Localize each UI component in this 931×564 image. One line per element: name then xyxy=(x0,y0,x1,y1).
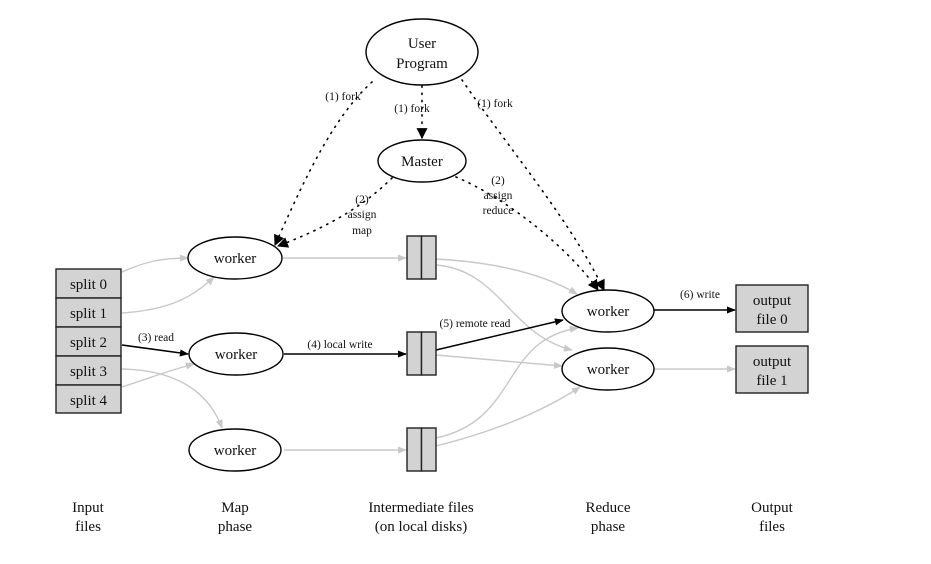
edge-label-assign-map: (2) assign map xyxy=(348,194,377,237)
intermediate-file-2 xyxy=(406,427,437,472)
edge-label-write: (6) write xyxy=(680,289,720,301)
edge-file1-to-reduce0 xyxy=(435,258,578,295)
map-worker-label: worker xyxy=(214,251,256,267)
split-label: split 4 xyxy=(70,393,108,409)
svg-text:map: map xyxy=(352,225,372,237)
split-0: split 0 xyxy=(55,268,122,299)
map-worker-label: worker xyxy=(214,443,256,459)
split-label: split 3 xyxy=(70,364,107,380)
edge-split1-to-worker xyxy=(121,276,215,314)
output-file-0: output file 0 xyxy=(735,284,809,333)
edge-fork-to-map-worker xyxy=(274,81,373,247)
svg-text:Output: Output xyxy=(751,500,794,516)
reduce-worker-label: worker xyxy=(587,304,629,320)
output-file-label-line1: output xyxy=(753,354,792,370)
svg-text:(on local disks): (on local disks) xyxy=(375,519,467,535)
svg-text:files: files xyxy=(759,519,785,535)
edge-label-remote-read: (5) remote read xyxy=(440,318,511,330)
edge-file3-to-reduce0 xyxy=(435,325,579,439)
reduce-worker-1: worker xyxy=(561,347,655,391)
svg-text:Input: Input xyxy=(72,500,104,516)
user-program-node: User Program xyxy=(365,18,479,86)
split-2: split 2 xyxy=(55,326,122,357)
edge-label-fork-right: (1) fork xyxy=(477,98,513,110)
map-worker-2: worker xyxy=(188,428,282,472)
user-program-label-line1: User xyxy=(408,36,436,52)
input-splits: split 0 split 1 split 2 split 3 split 4 xyxy=(55,268,122,414)
edge-file3-to-reduce1 xyxy=(435,386,581,447)
map-worker-label: worker xyxy=(215,347,257,363)
split-3: split 3 xyxy=(55,355,122,386)
svg-text:Intermediate files: Intermediate files xyxy=(368,500,474,516)
svg-text:assign: assign xyxy=(484,190,513,202)
intermediate-file-1 xyxy=(406,331,437,376)
svg-text:files: files xyxy=(75,519,101,535)
output-file-label-line2: file 1 xyxy=(756,373,787,389)
edge-label-fork-left: (1) fork xyxy=(325,91,361,103)
edge-split3-to-worker xyxy=(121,368,223,429)
split-4: split 4 xyxy=(55,384,122,414)
master-node: Master xyxy=(377,139,467,183)
master-label: Master xyxy=(401,154,443,170)
output-file-label-line1: output xyxy=(753,293,792,309)
reduce-worker-label: worker xyxy=(587,362,629,378)
intermediate-file-0 xyxy=(406,235,437,280)
edge-split0-to-worker xyxy=(121,254,189,273)
split-label: split 0 xyxy=(70,277,107,293)
svg-text:(2): (2) xyxy=(355,194,369,206)
edge-read xyxy=(121,344,189,357)
edge-label-assign-reduce: (2) assign reduce xyxy=(483,175,514,217)
split-1: split 1 xyxy=(55,297,122,328)
edge-file2-to-reduce1 xyxy=(435,354,563,369)
caption-input-files: Input files xyxy=(72,500,104,535)
split-label: split 2 xyxy=(70,335,107,351)
edge-label-read: (3) read xyxy=(138,332,174,344)
svg-text:Map: Map xyxy=(221,500,249,516)
caption-intermediate-files: Intermediate files (on local disks) xyxy=(368,500,474,535)
svg-text:phase: phase xyxy=(591,519,625,535)
svg-text:assign: assign xyxy=(348,209,377,221)
caption-reduce-phase: Reduce phase xyxy=(586,500,631,535)
caption-map-phase: Map phase xyxy=(218,500,252,535)
reduce-worker-0: worker xyxy=(561,289,655,333)
edge-remote-read xyxy=(435,318,564,351)
edge-label-fork-center: (1) fork xyxy=(394,103,430,115)
caption-output-files: Output files xyxy=(751,500,794,535)
edge-assign-reduce xyxy=(455,176,599,291)
edge-split4-to-worker xyxy=(121,362,195,388)
edge-fork-to-reduce-worker xyxy=(461,79,605,291)
output-file-label-line2: file 0 xyxy=(756,312,787,328)
split-label: split 1 xyxy=(70,306,107,322)
svg-text:reduce: reduce xyxy=(483,205,514,217)
user-program-label-line2: Program xyxy=(396,56,448,72)
map-worker-0: worker xyxy=(187,236,283,280)
svg-text:(2): (2) xyxy=(491,175,505,187)
svg-text:Reduce: Reduce xyxy=(586,500,631,516)
svg-text:phase: phase xyxy=(218,519,252,535)
edge-file1-to-reduce1 xyxy=(435,264,573,352)
edge-label-local-write: (4) local write xyxy=(307,339,372,351)
map-worker-1: worker xyxy=(188,332,284,376)
output-file-1: output file 1 xyxy=(735,345,809,394)
edge-assign-map xyxy=(276,177,393,248)
